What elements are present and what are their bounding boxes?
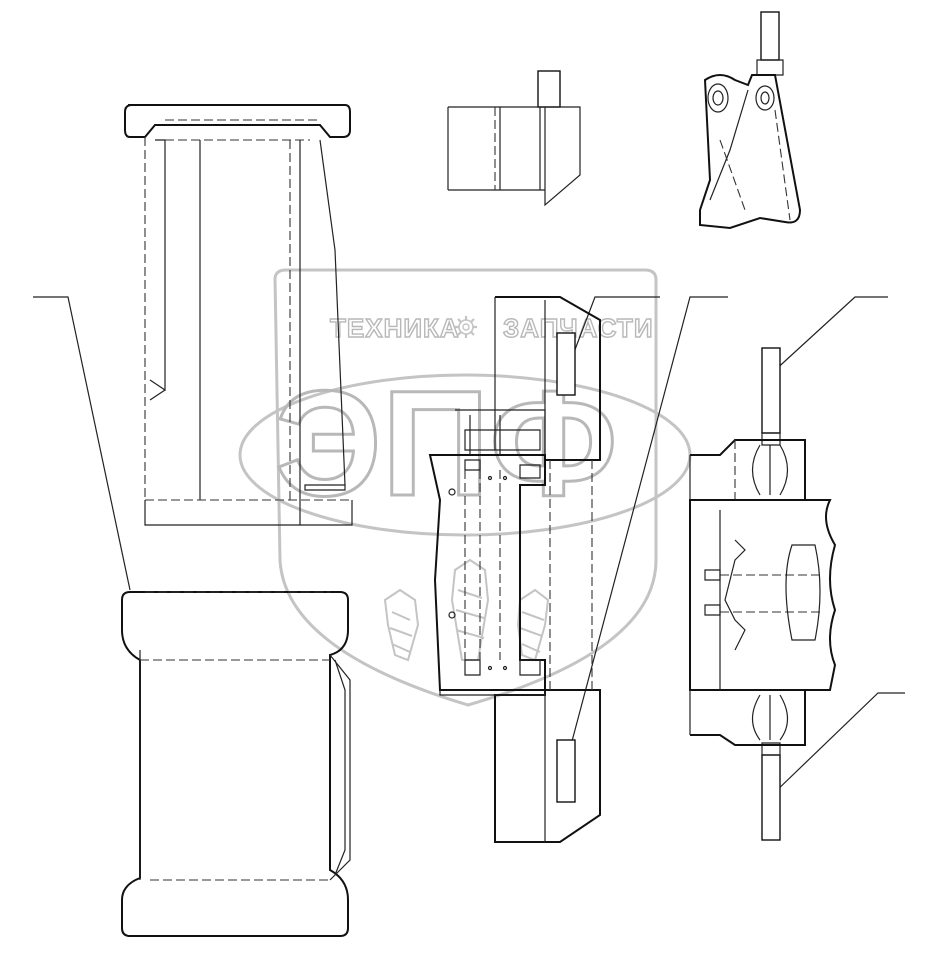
wheat-icon bbox=[383, 558, 550, 662]
gear-icon bbox=[455, 316, 477, 338]
lower-insert bbox=[556, 739, 576, 803]
part-block bbox=[447, 70, 581, 207]
block-top-tab bbox=[537, 70, 561, 108]
part-pin-assembly bbox=[689, 347, 837, 841]
upper-insert bbox=[556, 332, 576, 396]
upper-pin bbox=[761, 347, 781, 434]
part-bracket bbox=[699, 11, 802, 230]
watermark-text-left: ТЕХНИКА bbox=[330, 313, 460, 343]
bracket-pin bbox=[760, 11, 780, 61]
part-spool bbox=[121, 591, 351, 937]
part-center-plate bbox=[428, 296, 601, 843]
part-tall-plate bbox=[124, 104, 353, 526]
watermark-text-right: ЗАПЧАСТИ bbox=[503, 313, 654, 343]
lower-pin bbox=[761, 754, 781, 841]
watermark-shield bbox=[273, 268, 658, 707]
leader-lines bbox=[33, 296, 905, 796]
